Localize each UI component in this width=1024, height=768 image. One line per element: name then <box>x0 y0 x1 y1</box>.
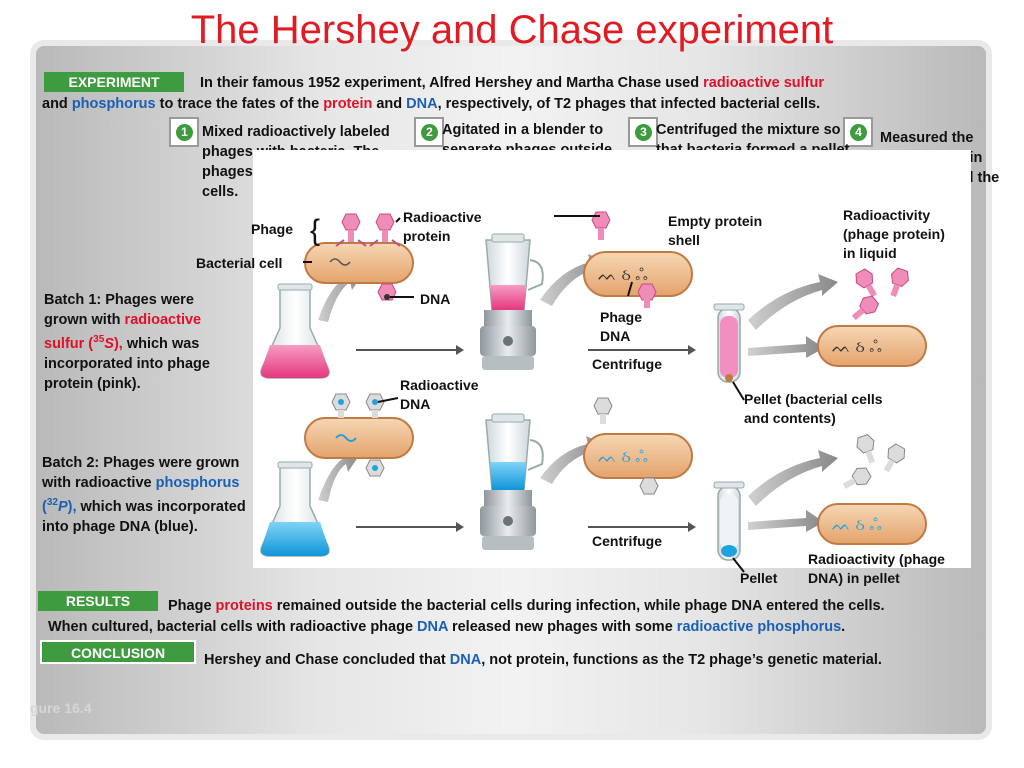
empty-shell-gray-2 <box>639 477 659 495</box>
figure-reference: gure 16.4 <box>30 700 92 716</box>
arrow-to-liquid-2 <box>748 450 838 506</box>
test-tube-batch-1 <box>713 303 745 383</box>
floating-protein-1 <box>851 267 909 321</box>
arrow-to-pellet-1 <box>748 336 824 358</box>
bacterium-pellet-1: ᨓ ઠ ஃ <box>817 325 927 367</box>
arrow-to-liquid-1 <box>748 274 838 330</box>
label-centrifuge-bottom: Centrifuge <box>592 533 662 549</box>
floating-shells-2 <box>842 434 906 489</box>
bacterium-blended-1: ᨓ ઠ ஃ <box>583 251 693 297</box>
phage-blue-2 <box>365 393 385 418</box>
svg-text:ᨓ ઠ ஃ: ᨓ ઠ ஃ <box>832 517 882 534</box>
phage-blue-3 <box>365 459 385 477</box>
svg-text:ᨓ ઠ ஃ: ᨓ ઠ ஃ <box>598 449 648 466</box>
label-phage-dna: Phage DNA <box>600 309 643 344</box>
step-2-badge: 2 <box>414 117 444 147</box>
label-dna: DNA <box>420 291 451 307</box>
arrow-centrifuge-2 <box>588 522 696 532</box>
step-4-badge: 4 <box>843 117 873 147</box>
bacterium-infected-2 <box>304 417 414 459</box>
batch-1-description: Batch 1: Phages were grown with radioact… <box>44 292 210 392</box>
label-pellet-contents: Pellet (bacterial cells and contents) <box>744 391 883 426</box>
bacterium-infected-1 <box>304 242 414 284</box>
batch-2-description: Batch 2: Phages were grown with radioact… <box>42 455 246 535</box>
experiment-intro-line2: and phosphorus to trace the fates of the… <box>42 96 821 112</box>
label-radioactivity-liquid: Radioactivity(phage protein)in liquid <box>843 207 945 261</box>
label-pellet: Pellet <box>740 570 778 586</box>
flask-batch-1 <box>260 283 330 379</box>
svg-text:ᨓ ઠ ஃ: ᨓ ઠ ஃ <box>832 339 882 356</box>
bacterium-pellet-2: ᨓ ઠ ஃ <box>817 503 927 545</box>
results-line1: Phage proteins remained outside the bact… <box>168 598 885 614</box>
slide-title: The Hershey and Chase experiment <box>190 8 834 52</box>
label-radioactive-dna: Radioactive DNA <box>400 377 479 412</box>
experiment-tag: EXPERIMENT <box>44 72 184 92</box>
conclusion-tag: CONCLUSION <box>40 640 196 664</box>
experiment-intro-line1: In their famous 1952 experiment, Alfred … <box>200 75 824 91</box>
arrow-batch1-mix <box>356 345 464 355</box>
conclusion-text: Hershey and Chase concluded that DNA, no… <box>204 652 882 668</box>
phage-pink-2 <box>369 213 401 247</box>
arrow-batch2-mix <box>356 522 464 532</box>
test-tube-batch-2 <box>713 481 745 561</box>
label-radioactivity-pellet: Radioactivity (phage DNA) in pellet <box>808 551 945 586</box>
blender-batch-1 <box>480 233 544 370</box>
label-phage: Phage <box>251 221 294 237</box>
arrow-centrifuge-1 <box>588 345 696 355</box>
bacterium-blended-2: ᨓ ઠ ஃ <box>583 433 693 479</box>
arrow-to-pellet-2 <box>748 510 824 532</box>
curved-arrow-3 <box>318 450 360 502</box>
step-1-badge: 1 <box>169 117 199 147</box>
svg-text:{: { <box>310 214 320 247</box>
results-tag: RESULTS <box>38 591 158 611</box>
step-3-badge: 3 <box>628 117 658 147</box>
empty-shell-pink-2 <box>637 283 657 308</box>
blender-batch-2 <box>480 413 544 550</box>
label-centrifuge-top: Centrifuge <box>592 356 662 372</box>
results-line2: When cultured, bacterial cells with radi… <box>48 619 846 635</box>
svg-text:ᨓ ઠ ஃ: ᨓ ઠ ஃ <box>598 267 648 284</box>
empty-shell-gray-1 <box>593 397 613 424</box>
label-bacterial-cell: Bacterial cell <box>196 255 283 271</box>
label-radioactive-protein: Radioactive protein <box>403 209 482 244</box>
phage-pink-1 <box>335 213 367 247</box>
label-empty-protein-shell: Empty protein shell <box>668 213 763 248</box>
flask-batch-2 <box>260 461 330 557</box>
phage-blue-1 <box>331 393 351 418</box>
